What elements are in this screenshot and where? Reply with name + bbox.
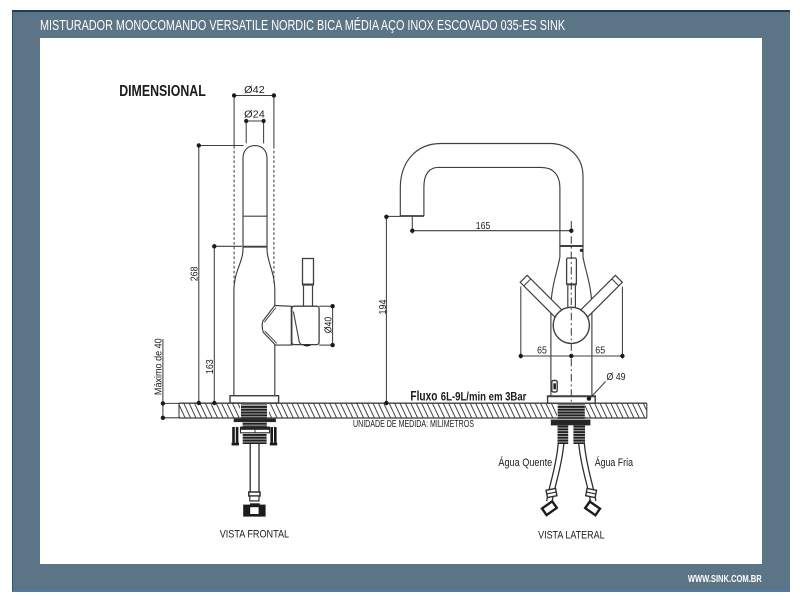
svg-text:Máximo de 40: Máximo de 40 [154, 338, 165, 395]
svg-text:Ø 49: Ø 49 [607, 371, 626, 383]
svg-text:65: 65 [595, 345, 605, 356]
svg-text:DIMENSIONAL: DIMENSIONAL [119, 83, 206, 100]
svg-text:194: 194 [378, 299, 389, 314]
svg-text:Ø24: Ø24 [244, 109, 265, 121]
svg-text:165: 165 [476, 221, 491, 232]
svg-text:Fluxo: Fluxo [410, 388, 437, 403]
svg-text:VISTA FRONTAL: VISTA FRONTAL [220, 528, 289, 540]
svg-text:268: 268 [189, 266, 200, 281]
svg-text:UNIDADE DE MEDIDA: MILÍMETROS: UNIDADE DE MEDIDA: MILÍMETROS [353, 419, 474, 430]
svg-text:6L-9L/min em 3Bar: 6L-9L/min em 3Bar [441, 389, 527, 403]
svg-text:VISTA LATERAL: VISTA LATERAL [538, 530, 605, 542]
svg-text:163: 163 [205, 359, 216, 374]
svg-text:Água Fria: Água Fria [595, 456, 634, 469]
svg-text:Ø42: Ø42 [244, 84, 265, 96]
svg-text:Água Quente: Água Quente [498, 456, 552, 469]
svg-text:Ø40: Ø40 [322, 317, 334, 334]
svg-text:65: 65 [537, 345, 547, 356]
